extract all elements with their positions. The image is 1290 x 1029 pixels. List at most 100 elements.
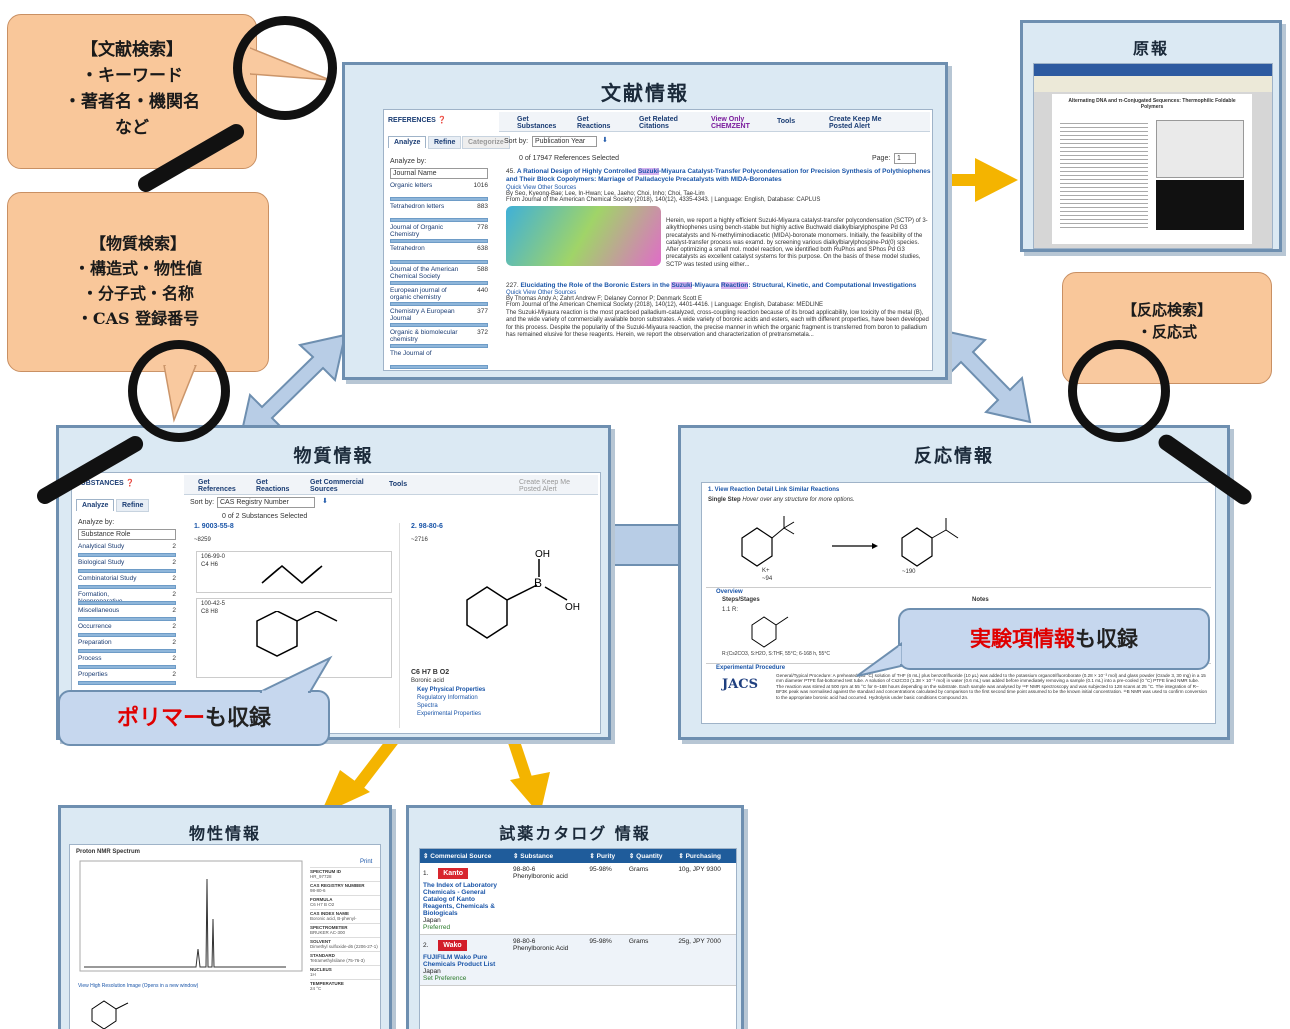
callout-tail [259, 655, 333, 694]
analysis-item[interactable]: Tetrahedron [390, 245, 425, 252]
view-reaction-detail-link[interactable]: 1. View Reaction Detail Link Similar Rea… [708, 487, 840, 493]
column-header[interactable]: ⇕ Purchasing [675, 849, 736, 863]
references-header: REFERENCES ❓ [388, 117, 447, 124]
get-reactions-button[interactable]: Get Reactions [577, 116, 611, 130]
callout-black-text: も収録 [205, 705, 272, 731]
reference-title[interactable]: 45. A Rational Design of Highly Controll… [506, 168, 931, 183]
callout-title: 【物質検索】 [89, 234, 186, 253]
overview-section[interactable]: Overview [716, 589, 743, 595]
reference-count[interactable]: ~8259 [194, 537, 211, 543]
tools-menu[interactable]: Tools [389, 481, 408, 488]
analysis-item[interactable]: Occurrence [78, 623, 112, 630]
analysis-item[interactable]: Tetrahedron letters [390, 203, 445, 210]
analysis-count: 377 [477, 308, 488, 315]
analysis-item[interactable]: Miscellaneous [78, 607, 120, 614]
analysis-count: 1016 [473, 182, 488, 189]
column-header[interactable]: ⇕ Substance [510, 849, 587, 863]
sort-arrow-icon[interactable]: ⬇ [602, 137, 608, 144]
key-properties-link[interactable]: Key Physical Properties [417, 687, 486, 693]
catalog-screenshot: ⇕ Commercial Source⇕ Substance⇕ Purity⇕ … [419, 848, 737, 1029]
reference-source: From Journal of the American Chemical So… [506, 302, 824, 308]
page-input[interactable]: 1 [894, 153, 916, 164]
get-references-button[interactable]: Get References [198, 479, 236, 493]
preference-link[interactable]: Set Preference [423, 975, 467, 982]
reference-title[interactable]: 227. Elucidating the Role of the Boronic… [506, 282, 917, 289]
tab-analyze[interactable]: Analyze [76, 499, 115, 511]
create-alert-button[interactable]: Create Keep Me Posted Alert [829, 116, 882, 130]
analysis-item[interactable]: Journal of the American Chemical Society [390, 266, 459, 280]
tab-refine[interactable]: Refine [116, 499, 150, 512]
analysis-item[interactable]: Biological Study [78, 559, 125, 566]
analysis-item[interactable]: Journal of Organic Chemistry [390, 224, 444, 238]
column-header[interactable]: ⇕ Purity [586, 849, 626, 863]
component-box: 106-99-0 C4 H6 [196, 551, 392, 593]
analysis-bar [78, 681, 176, 685]
substance-cas-link[interactable]: 2. 98-80-6 [411, 523, 443, 530]
prop-field-label: SPECTRUM ID [310, 867, 380, 874]
substance-cas-link[interactable]: 1. 9003-55-8 [194, 523, 234, 530]
callout-black-text: も収録 [1075, 626, 1138, 651]
product-count[interactable]: ~190 [902, 569, 916, 575]
vendor-name-link[interactable]: The Index of Laboratory Chemicals - Gene… [423, 882, 498, 917]
sort-by-select[interactable]: Publication Year [532, 136, 597, 147]
analysis-item[interactable]: Organic & biomolecular chemistry [390, 329, 458, 343]
prop-field-label: TEMPERATURE [310, 979, 380, 986]
references-screenshot: REFERENCES ❓ Get Substances Get Reaction… [383, 109, 933, 371]
analysis-item[interactable]: Analytical Study [78, 543, 125, 550]
vendor-name-link[interactable]: FUJIFILM Wako Pure Chemicals Product Lis… [423, 954, 496, 968]
reactant-count[interactable]: ~94 [762, 576, 773, 582]
spectra-link[interactable]: Spectra [417, 703, 438, 709]
quick-view-link[interactable]: Quick View Other Sources [506, 185, 577, 191]
reference-count[interactable]: ~2716 [411, 537, 428, 543]
analysis-item[interactable]: Organic letters [390, 182, 433, 189]
view-high-resolution-link[interactable]: View High Resolution Image (Opens in a n… [78, 983, 199, 989]
regulatory-link[interactable]: Regulatory Information [417, 695, 478, 701]
column-header[interactable]: ⇕ Quantity [625, 849, 676, 863]
experimental-properties-link[interactable]: Experimental Properties [417, 711, 482, 717]
analysis-bar [390, 260, 488, 264]
substances-panel: 物質情報 SUBSTANCES ❓ Get References Get Rea… [56, 425, 611, 740]
analysis-item[interactable]: Combinatorial Study [78, 575, 137, 582]
vendor-logo: Kanto [438, 868, 469, 879]
analysis-item[interactable]: Process [78, 655, 102, 662]
analysis-item[interactable]: Chemistry A European Journal [390, 308, 455, 322]
analysis-item[interactable]: Properties [78, 671, 108, 678]
tab-refine[interactable]: Refine [428, 136, 462, 149]
create-alert-button[interactable]: Create Keep Me Posted Alert [519, 479, 570, 493]
sort-by-select[interactable]: CAS Registry Number [217, 497, 315, 508]
catalog-panel: 試薬カタログ 情報 ⇕ Commercial Source⇕ Substance… [406, 805, 744, 1029]
analysis-item[interactable]: The Journal of [390, 350, 432, 357]
callout-line: ・キーワード [81, 66, 183, 86]
analysis-bar [390, 344, 488, 348]
tab-analyze[interactable]: Analyze [388, 136, 427, 148]
column-header[interactable]: ⇕ Commercial Source [420, 849, 510, 863]
prop-field-value: 24 °C [310, 986, 322, 991]
print-link[interactable]: Print [360, 859, 373, 865]
analysis-bar [390, 323, 488, 327]
get-related-citations-button[interactable]: Get Related Citations [639, 116, 678, 130]
prop-field-value: 98-80-6 [310, 888, 326, 893]
analysis-bar [390, 302, 488, 306]
tab-categorize[interactable]: Categorize [462, 136, 510, 149]
substance-cell: 98-80-6 Phenylboronic Acid [510, 934, 587, 986]
analyze-by-select[interactable]: Journal Name [390, 168, 488, 179]
analyze-by-select[interactable]: Substance Role [78, 529, 176, 540]
purity-cell: 95-98% [586, 863, 626, 935]
graphical-abstract [506, 206, 661, 266]
props-screenshot: Proton NMR Spectrum Print View High Reso… [69, 844, 381, 1029]
get-reactions-button[interactable]: Get Reactions [256, 479, 290, 493]
preference-link[interactable]: Preferred [423, 924, 451, 931]
quick-view-link[interactable]: Quick View Other Sources [506, 290, 577, 296]
svg-text:OH: OH [565, 602, 580, 613]
experimental-procedure-section[interactable]: Experimental Procedure [716, 665, 786, 671]
view-only-chemzent-button[interactable]: View Only CHEMZENT [711, 116, 750, 130]
analysis-item[interactable]: European journal of organic chemistry [390, 287, 447, 301]
reactions-screenshot: 1. View Reaction Detail Link Similar Rea… [701, 482, 1216, 724]
analysis-item[interactable]: Preparation [78, 639, 112, 646]
get-substances-button[interactable]: Get Substances [517, 116, 557, 130]
sort-arrow-icon[interactable]: ⬇ [322, 498, 328, 505]
tools-menu[interactable]: Tools [777, 118, 796, 125]
svg-text:OH: OH [535, 549, 550, 560]
analysis-bar [78, 633, 176, 637]
get-commercial-sources-button[interactable]: Get Commercial Sources [310, 479, 364, 493]
